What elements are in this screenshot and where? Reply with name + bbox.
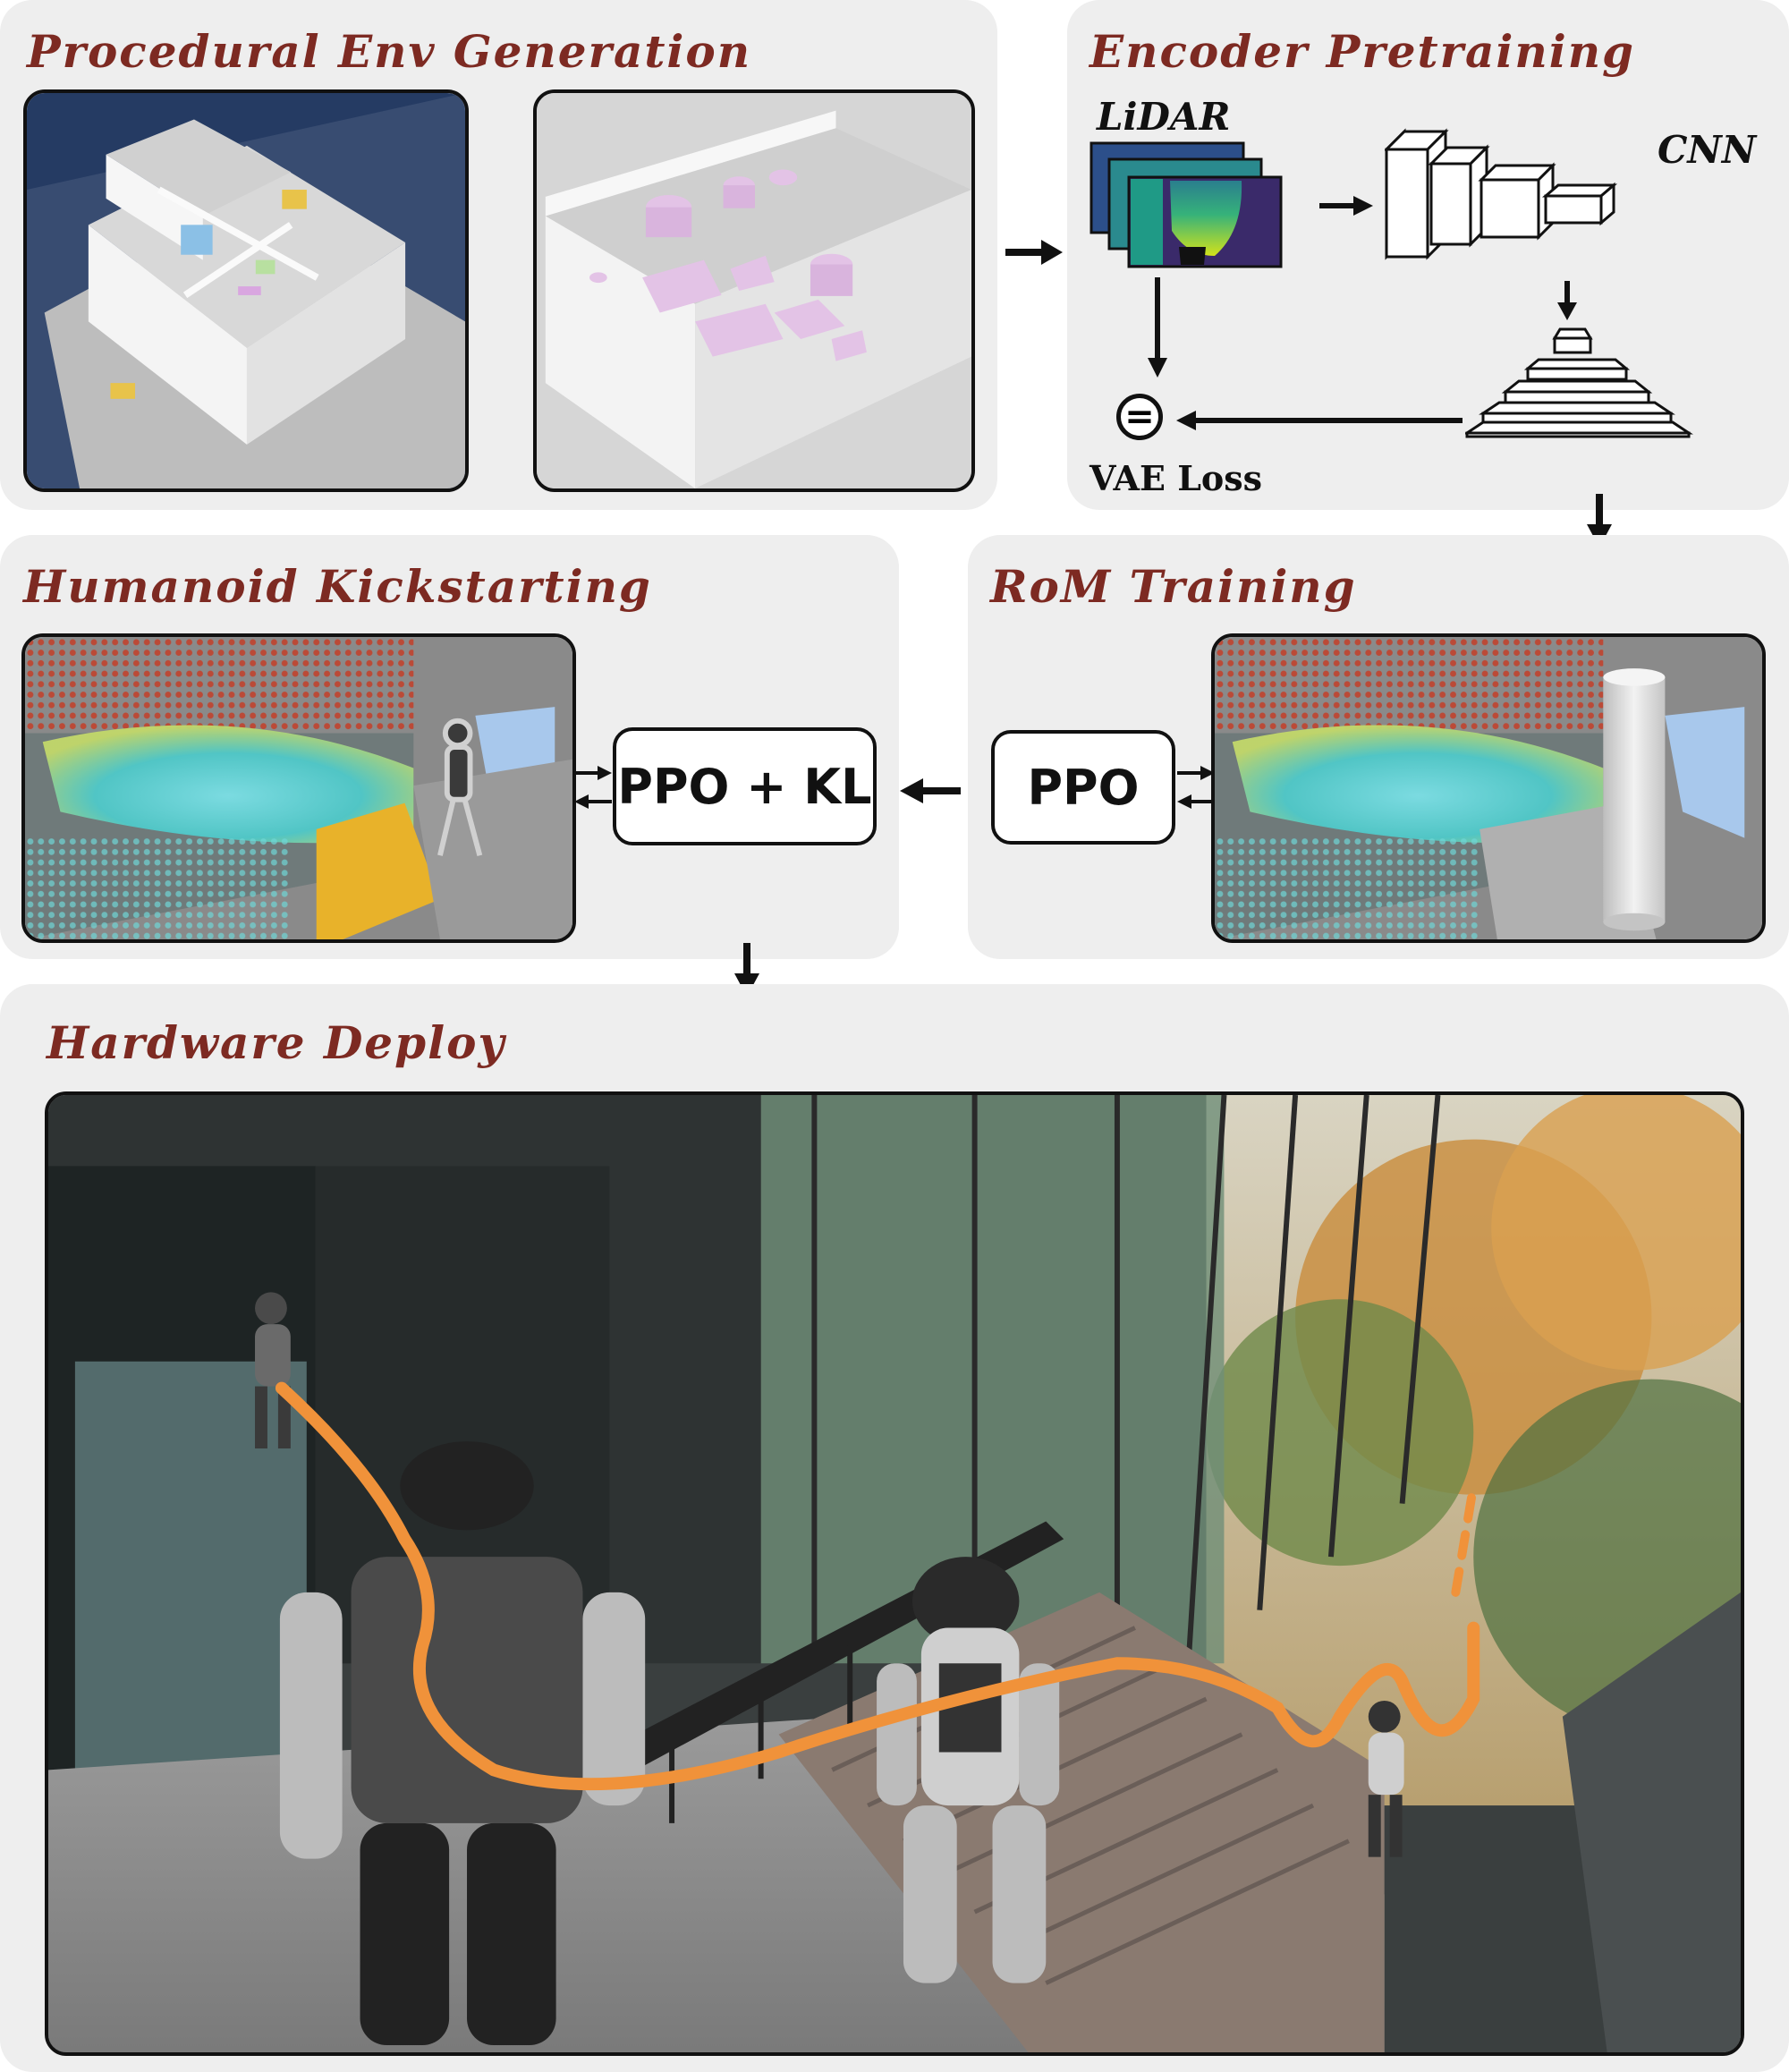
encoder-pretraining-panel: Encoder Pretraining LiDAR [1067, 0, 1789, 510]
humanoid-kickstarting-panel: Humanoid Kickstarting [0, 535, 899, 959]
rom-training-panel: RoM Training PPO [968, 535, 1789, 959]
arrow-decoder-to-loss [1176, 411, 1463, 430]
robot-corridor [255, 1292, 291, 1449]
robot-front-left [279, 1441, 646, 2046]
hardware-deploy-title: Hardware Deploy [47, 1016, 506, 1069]
apartment-env-image [23, 89, 469, 492]
lidar-label: LiDAR [1097, 95, 1231, 139]
arrow-rom-bidirectional [1177, 766, 1215, 809]
robot-center [877, 1557, 1060, 1983]
kickstart-sim-image [21, 633, 576, 943]
arrow-cnn-to-decoder [1557, 281, 1577, 320]
arrow-env-to-encoder [1005, 240, 1063, 265]
equals-symbol: = [1124, 396, 1155, 437]
hardware-deploy-photo [45, 1091, 1744, 2056]
robot-stairs [1368, 1700, 1404, 1857]
decoder-pyramid-diagram [1465, 327, 1693, 438]
trajectory-path [275, 1381, 1480, 1791]
loss-equals-node: = [1116, 394, 1163, 440]
cnn-label: CNN [1658, 128, 1757, 172]
hardware-deploy-panel: Hardware Deploy [0, 984, 1789, 2072]
obstacle-env-image [533, 89, 975, 492]
ppo-box: PPO [991, 730, 1175, 845]
procedural-env-panel: Procedural Env Generation [0, 0, 997, 510]
rom-sim-image [1211, 633, 1766, 943]
arrow-kickstart-bidirectional [574, 766, 612, 809]
arrow-lidar-to-cnn [1319, 196, 1373, 216]
encoder-pretraining-title: Encoder Pretraining [1090, 25, 1636, 78]
vae-loss-label: VAE Loss [1090, 458, 1263, 498]
procedural-env-title: Procedural Env Generation [27, 25, 752, 78]
cnn-encoder-diagram [1385, 128, 1618, 260]
humanoid-kickstarting-title: Humanoid Kickstarting [23, 560, 652, 613]
ppo-kl-box: PPO + KL [613, 727, 877, 845]
arrow-lidar-to-loss [1148, 277, 1167, 378]
arrow-rom-to-kickstart [900, 778, 961, 803]
lidar-depth-stack [1090, 141, 1283, 268]
rom-training-title: RoM Training [990, 560, 1357, 613]
